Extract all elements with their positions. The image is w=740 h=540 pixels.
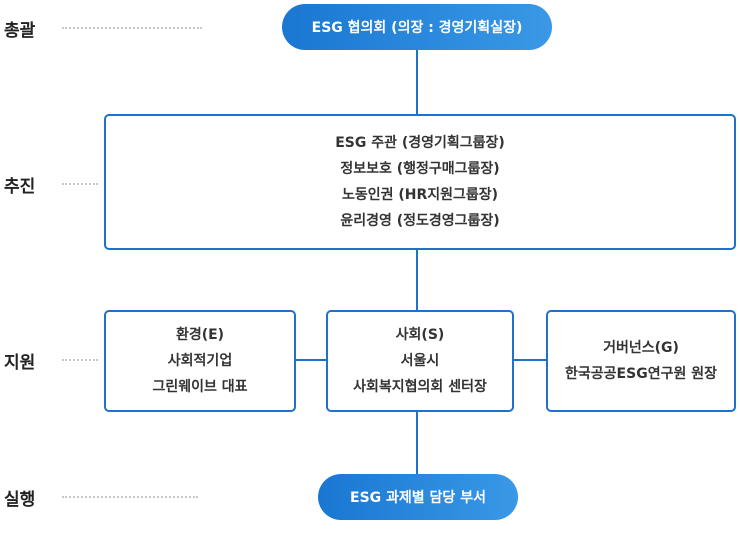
row-label-promote: 추진 bbox=[4, 176, 36, 197]
esg-department-label: ESG 과제별 담당 부서 bbox=[350, 490, 486, 506]
connector-social-to-bottom bbox=[416, 410, 418, 474]
promote-line-2: 정보보호 (행정구매그룹장) bbox=[340, 161, 500, 177]
row-label-execute: 실행 bbox=[4, 489, 36, 510]
promote-box: ESG 주관 (경영기획그룹장) 정보보호 (행정구매그룹장) 노동인권 (HR… bbox=[104, 114, 736, 250]
support-box-environment: 환경(E) 사회적기업 그린웨이브 대표 bbox=[104, 310, 296, 412]
promote-line-4: 윤리경영 (정도경영그룹장) bbox=[340, 213, 500, 229]
gov-line-1: 거버넌스(G) bbox=[603, 340, 679, 356]
row-label-support: 지원 bbox=[4, 352, 36, 373]
promote-line-1: ESG 주관 (경영기획그룹장) bbox=[335, 135, 505, 151]
social-line-3: 사회복지협의회 센터장 bbox=[353, 379, 487, 395]
dots-overall bbox=[62, 27, 202, 29]
dots-promote bbox=[62, 183, 98, 185]
social-line-2: 서울시 bbox=[400, 353, 440, 369]
gov-line-2: 한국공공ESG연구원 원장 bbox=[565, 366, 717, 382]
esg-council-label: ESG 협의회 (의장 : 경영기획실장) bbox=[311, 20, 523, 36]
row-label-overall: 총괄 bbox=[4, 20, 36, 41]
connector-top-to-promote bbox=[416, 50, 418, 114]
support-box-governance: 거버넌스(G) 한국공공ESG연구원 원장 bbox=[546, 310, 736, 412]
promote-line-3: 노동인권 (HR지원그룹장) bbox=[341, 187, 499, 203]
social-line-1: 사회(S) bbox=[395, 327, 445, 343]
connector-env-to-social bbox=[294, 359, 326, 361]
env-line-1: 환경(E) bbox=[175, 327, 225, 343]
dots-execute bbox=[62, 496, 198, 498]
esg-department-node: ESG 과제별 담당 부서 bbox=[318, 474, 518, 520]
env-line-2: 사회적기업 bbox=[167, 353, 233, 369]
env-line-3: 그린웨이브 대표 bbox=[152, 379, 248, 395]
connector-social-to-gov bbox=[508, 359, 546, 361]
esg-council-node: ESG 협의회 (의장 : 경영기획실장) bbox=[282, 4, 552, 50]
support-box-social: 사회(S) 서울시 사회복지협의회 센터장 bbox=[326, 310, 514, 412]
connector-promote-to-social bbox=[416, 248, 418, 312]
dots-support bbox=[62, 359, 98, 361]
